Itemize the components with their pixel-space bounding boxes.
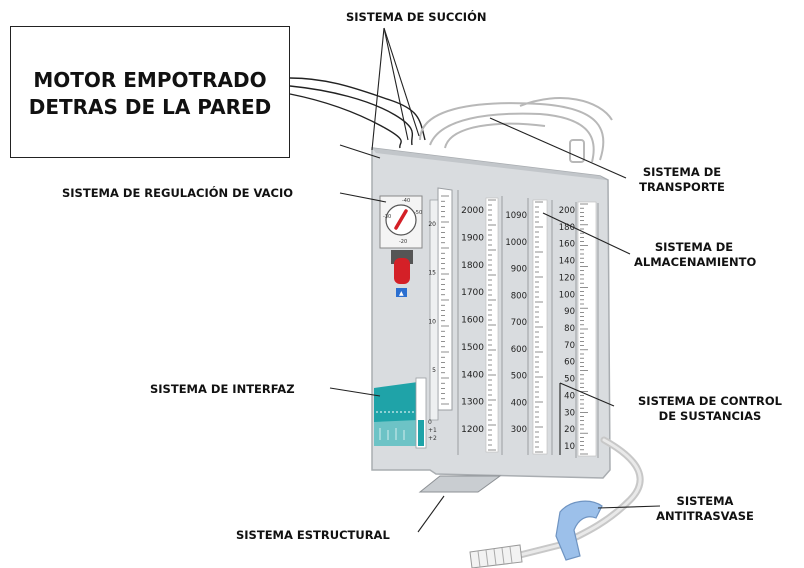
label-control-line-2: DE SUSTANCIAS [658,409,762,423]
dial-mark-20: -20 [399,239,407,245]
dial-mark-50: -50 [414,210,422,216]
main-scale-numbers: 2000 1900 1800 1700 1600 1500 1400 1300 1200 [461,206,484,435]
blue-indicator [396,288,407,297]
right-scale-number-5: 100 [559,290,575,300]
right-scale-ticks [580,203,588,455]
motor-box: MOTOR EMPOTRADO DETRAS DE LA PARED [10,26,290,158]
middle-scale-number-5: 600 [511,345,527,355]
anti-backflow-clamp[interactable] [555,500,603,561]
right-scale-number-13: 20 [564,425,575,435]
narrow-scale-number-1: 15 [428,270,436,277]
label-interfaz: SISTEMA DE INTERFAZ [150,382,295,396]
motor-line-1: MOTOR EMPOTRADO [33,68,267,92]
dial-needle [394,209,408,230]
interface-mark-plus2: +2 [428,435,437,442]
main-scale-number-4: 1600 [461,316,484,326]
right-scale-number-9: 60 [564,358,575,368]
svg-text:▲: ▲ [399,290,404,297]
label-transporte: SISTEMA DE TRANSPORTE [632,165,732,195]
right-scale-number-0: 200 [559,206,575,216]
label-transporte-line-1: SISTEMA DE [642,165,722,179]
right-scale-number-7: 80 [564,324,575,334]
label-estructural: SISTEMA ESTRUCTURAL [236,528,390,542]
middle-scale-number-4: 700 [511,318,527,328]
middle-scale-ticks [535,201,543,453]
tube-connector [469,544,523,568]
label-regulacion: SISTEMA DE REGULACIÓN DE VACIO [62,186,294,200]
label-succion: SISTEMA DE SUCCIÓN [346,10,487,24]
interface-mark-plus1: +1 [428,427,437,434]
label-almacenamiento: SISTEMA DE ALMACENAMIENTO [634,240,757,270]
middle-scale-number-1: 1000 [505,238,527,248]
canister-top-edge [372,148,606,180]
right-scale-number-14: 10 [564,442,575,452]
interface-chamber: 0 +1 +2 [374,377,437,449]
main-scale-number-2: 1800 [461,261,484,271]
dial-mark-30: -30 [383,214,391,220]
label-antitrasvase-line-1: SISTEMA [676,494,734,508]
vacuum-scale-column [429,187,453,421]
right-scale-number-11: 40 [564,391,575,401]
motor-line-2: DETRAS DE LA PARED [28,95,272,119]
label-almacenamiento-line-2: ALMACENAMIENTO [634,255,757,269]
narrow-scale-number-0: 20 [428,221,436,228]
main-scale-number-3: 1700 [461,288,484,298]
main-scale-number-0: 2000 [461,206,484,216]
chamber-dividers [457,190,599,458]
vacuum-regulator: -40 -50 -30 -20 ▲ [379,195,423,297]
middle-scale-number-7: 400 [511,398,527,408]
red-regulator-knob[interactable] [394,258,410,284]
dial-mark-40: -40 [402,198,410,204]
leader-lines [329,27,661,533]
narrow-scale-number-3: 5 [432,367,436,374]
right-scale-number-4: 120 [559,273,575,283]
label-control: SISTEMA DE CONTROL DE SUSTANCIAS [624,394,796,424]
right-scale-numbers: 200 180 160 140 120 100 90 80 70 60 50 40 30 20 10 [559,206,575,452]
interface-mark-0: 0 [428,419,432,426]
middle-scale-number-0: 1090 [505,211,527,221]
middle-scale-number-6: 500 [511,372,527,382]
label-transporte-line-2: TRANSPORTE [639,180,725,194]
motor-text: MOTOR EMPOTRADO DETRAS DE LA PARED [11,67,289,121]
narrow-scale-ticks [441,195,449,405]
main-scale-number-7: 1300 [461,398,484,408]
middle-scale-number-8: 300 [511,425,527,435]
main-scale-number-6: 1400 [461,370,484,380]
narrow-scale-number-2: 10 [428,318,436,325]
right-scale-number-1: 180 [559,223,575,233]
right-scale-number-10: 50 [564,375,575,385]
label-antitrasvase: SISTEMA ANTITRASVASE [650,494,760,524]
label-control-line-1: SISTEMA DE CONTROL [638,394,782,408]
main-scale-number-8: 1200 [461,425,484,435]
transport-tubing [419,97,613,163]
right-scale-number-6: 90 [564,307,575,317]
main-scale-number-1: 1900 [461,233,484,243]
suction-tubes [289,77,426,149]
right-scale-number-8: 70 [564,341,575,351]
structural-stand [418,475,502,493]
right-scale-number-3: 140 [559,257,575,267]
main-scale-ticks [488,199,496,451]
middle-scale-number-2: 900 [511,265,527,275]
label-almacenamiento-line-1: SISTEMA DE [654,240,734,254]
middle-scale-numbers: 1090 1000 900 800 700 600 500 400 300 [505,211,527,435]
middle-scale-number-3: 800 [511,291,527,301]
label-antitrasvase-line-2: ANTITRASVASE [656,509,754,523]
right-scale-number-2: 160 [559,240,575,250]
narrow-scale-numbers: 20 15 10 5 [428,221,436,374]
main-scale-number-5: 1500 [461,343,484,353]
right-scale-number-12: 30 [564,408,575,418]
